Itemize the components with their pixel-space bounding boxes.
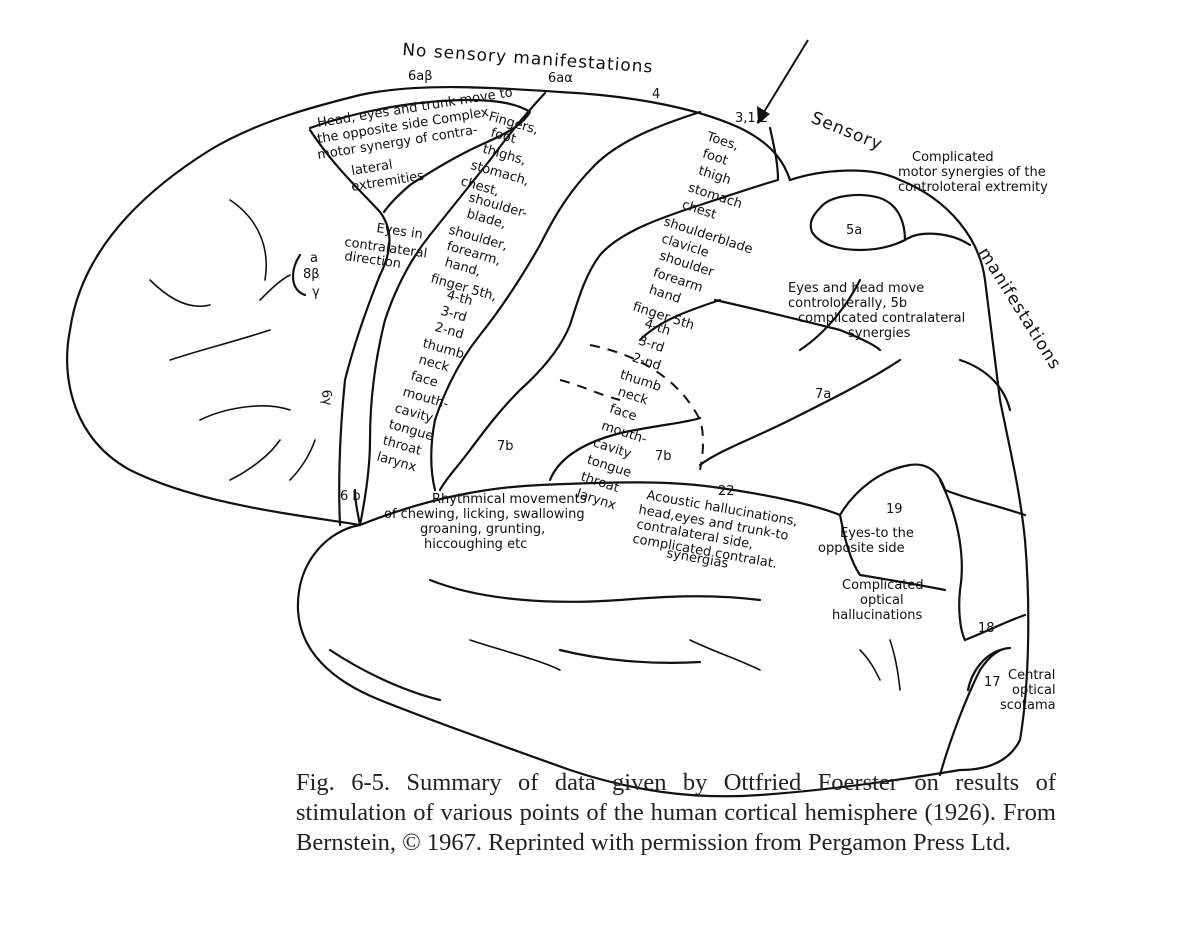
region-acoustic: Acoustic hallucinations,head,eyes and tr…	[631, 488, 798, 572]
region-label-line: synergies	[848, 326, 911, 341]
area-8-a: a	[310, 251, 318, 266]
area-312: 3,1,2	[735, 111, 768, 126]
region-label-line: Rhythmical movements	[432, 492, 587, 507]
area-4: 4	[652, 87, 660, 102]
region-label-line: Complicated	[912, 150, 994, 165]
region-label-line: lateral	[350, 158, 393, 179]
heading-manifestations: manifestations	[974, 244, 1065, 374]
region-label-line: hallucinations	[832, 608, 923, 623]
region-label-line: foot	[489, 126, 518, 147]
area-6b: 6 b	[340, 489, 361, 504]
region-label-line: controloterally, 5b	[788, 296, 907, 311]
region-label-line: face	[409, 369, 440, 391]
boundary-dashed-2	[559, 379, 621, 401]
area-8-b: 8β	[303, 267, 320, 282]
region-label-line: opposite side	[818, 541, 905, 556]
area-7a: 7a	[815, 387, 831, 402]
region-label-line: scotama	[1000, 698, 1056, 713]
heading-no-sensory: No sensory manifestations	[402, 40, 654, 78]
area-5a: 5a	[846, 223, 862, 238]
region-label-line: controloteral extremity	[898, 180, 1048, 195]
area-17: 17	[984, 675, 1001, 690]
region-label-line: Eyes-to the	[840, 526, 914, 541]
region-motor-strip: Fingers,footthighs,stomach,chest,shoulde…	[375, 109, 540, 475]
boundary-dashed	[589, 344, 704, 471]
region-label-line: complicated contralateral	[798, 311, 965, 326]
region-label-line: Central	[1008, 668, 1055, 683]
region-label-line: Eyes in	[375, 221, 423, 242]
region-label-line: Complicated	[842, 578, 924, 593]
region-label-line: Eyes and head move	[788, 281, 924, 296]
area-7b-right: 7b	[655, 449, 672, 464]
pointer-arrow	[757, 39, 809, 124]
area-19: 19	[886, 502, 903, 517]
region-label-line: optical	[1012, 683, 1056, 698]
region-label-line: 4-th	[445, 288, 474, 310]
area-18: 18	[978, 621, 995, 636]
area-8-g: γ	[312, 285, 320, 300]
area-7b-left: 7b	[497, 439, 514, 454]
figure-caption: Fig. 6-5. Summary of data given by Ottfr…	[296, 769, 1056, 856]
area-6g: 6γ	[318, 389, 334, 407]
region-label-line: optical	[860, 593, 904, 608]
region-label-line: hiccoughing etc	[424, 537, 527, 552]
area-6aa: 6aα	[548, 71, 573, 86]
region-label-line: of chewing, licking, swallowing	[384, 507, 585, 522]
region-label-line: motor synergies of the	[898, 165, 1046, 180]
area-6ab: 6aβ	[408, 69, 433, 84]
heading-sensory: Sensory	[808, 108, 885, 155]
brain-minor-sulci	[149, 199, 901, 691]
area-22: 22	[718, 484, 735, 499]
region-label-line: 3-rd	[439, 304, 468, 326]
region-label-line: groaning, grunting,	[420, 522, 545, 537]
brain-outline	[66, 85, 1030, 798]
